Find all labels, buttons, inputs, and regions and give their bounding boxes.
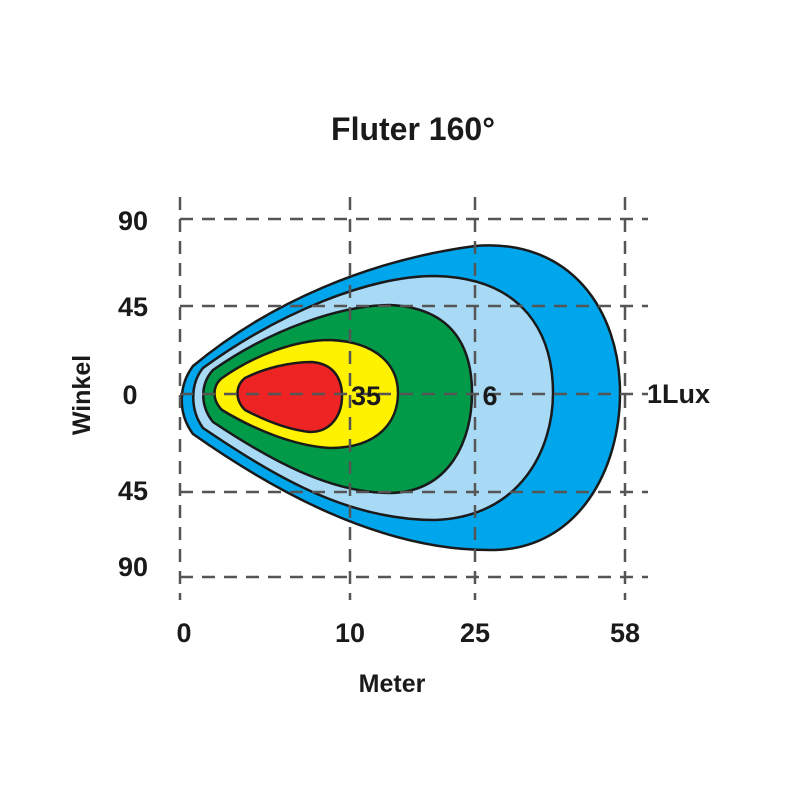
zone-label-35: 35 <box>351 381 381 411</box>
zone-red <box>236 360 344 434</box>
y-tick-90-bottom: 90 <box>118 552 148 582</box>
y-axis-label: Winkel <box>68 355 96 435</box>
grid <box>178 197 648 600</box>
x-axis-label: Meter <box>359 670 426 698</box>
y-tick-45-top: 45 <box>118 292 148 322</box>
y-tick-0: 0 <box>122 380 137 410</box>
y-tick-45-bottom: 45 <box>118 476 148 506</box>
chart-title: Fluter 160° <box>331 111 495 147</box>
x-tick-10: 10 <box>335 618 365 648</box>
x-tick-58: 58 <box>610 618 640 648</box>
zone-label-1lux: 1Lux <box>647 379 710 409</box>
x-tick-25: 25 <box>460 618 490 648</box>
x-tick-0: 0 <box>176 618 191 648</box>
isolux-zones <box>180 244 622 552</box>
y-tick-90-top: 90 <box>118 206 148 236</box>
zone-label-6: 6 <box>482 381 497 411</box>
